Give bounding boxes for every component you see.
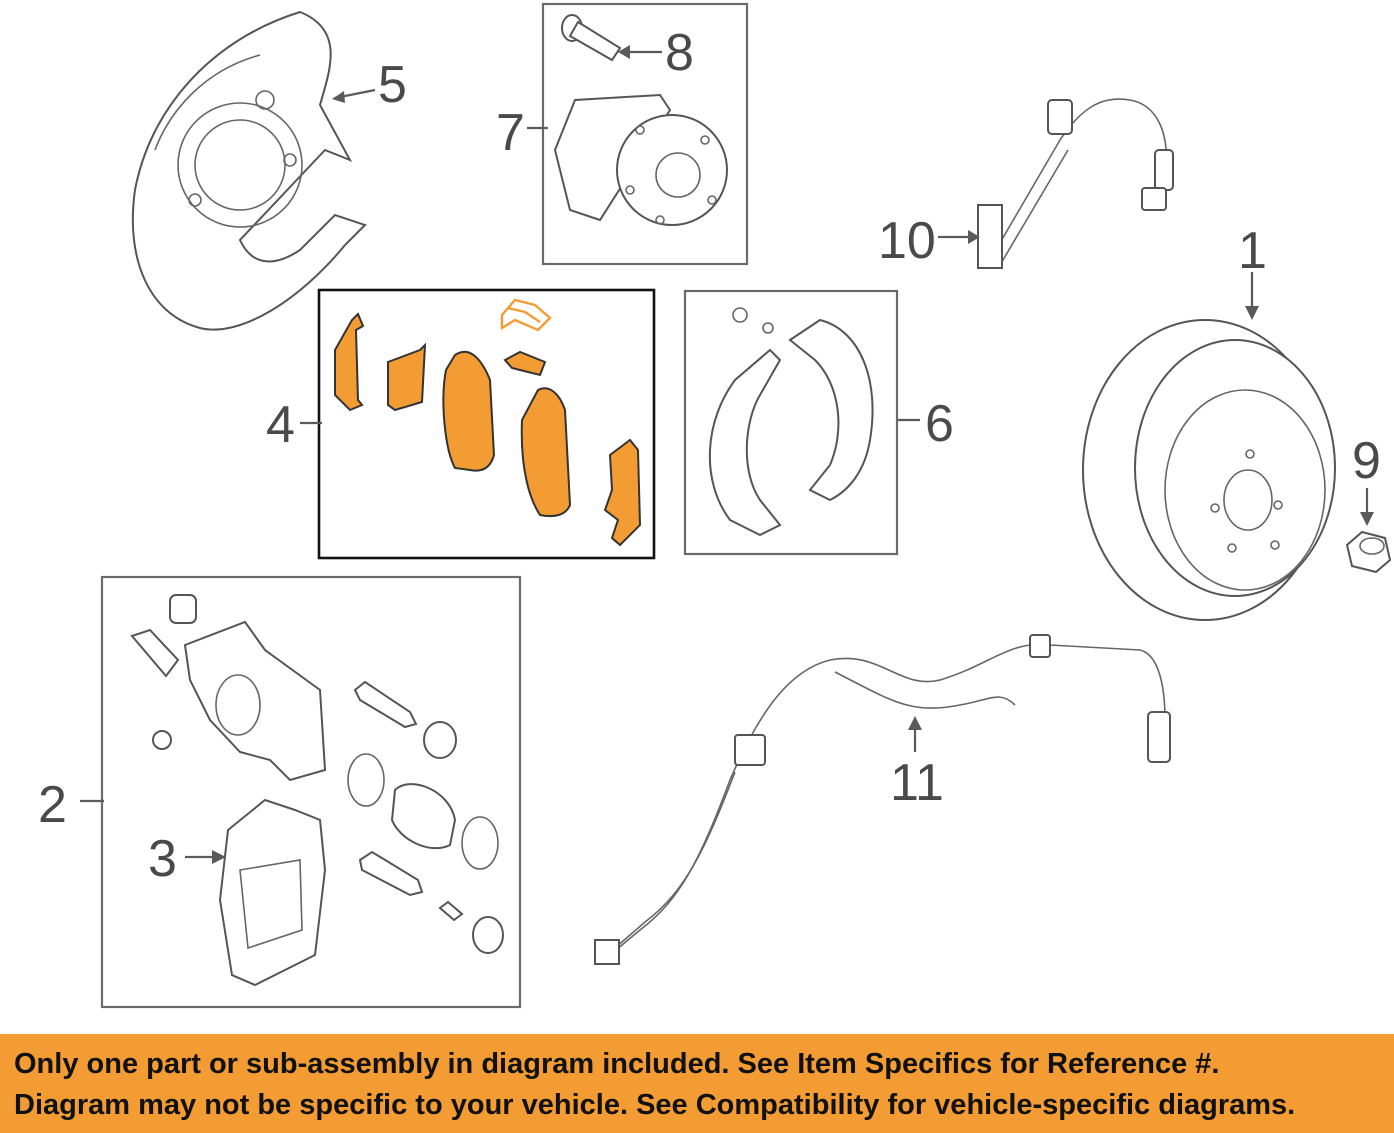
arrow-3 [212,850,226,864]
caliper-bracket-part-3[interactable] [218,798,327,987]
dust-shield-part-5[interactable] [131,10,367,331]
notice-banner: Only one part or sub-assembly in diagram… [0,1034,1394,1133]
arrow-1 [1245,306,1259,320]
callout-5: 5 [378,56,407,114]
callout-1: 1 [1238,222,1267,280]
arrow-9 [1360,512,1374,526]
parking-shoe-box [683,289,899,556]
callout-10: 10 [878,212,936,270]
callout-2: 2 [38,776,67,834]
callout-4: 4 [266,396,295,454]
hub-assembly-box [541,2,749,266]
arrow-8 [618,45,630,59]
callout-11: 11 [890,754,944,812]
callout-7: 7 [496,104,525,162]
arrow-11 [908,716,922,730]
abs-sensor-part-11[interactable] [594,634,1171,965]
brake-hose-part-10[interactable] [977,98,1174,269]
lug-nut-part-9[interactable] [1345,530,1392,574]
notice-line-1: Only one part or sub-assembly in diagram… [14,1048,1220,1080]
arrow-5 [332,91,345,103]
hub-bearing-part-7[interactable] [553,93,728,226]
callout-6: 6 [925,395,954,453]
parking-shoe-part-6[interactable] [708,307,874,537]
caliper-assembly-box [100,575,522,1009]
callout-9: 9 [1352,432,1381,490]
notice-line-2: Diagram may not be specific to your vehi… [14,1089,1296,1121]
callout-3: 3 [148,830,177,888]
arrow-10 [968,230,980,244]
brake-rotor-part-1[interactable] [1082,319,1336,621]
callout-8: 8 [665,24,694,82]
hub-bolt-part-8[interactable] [561,14,622,62]
caliper-part-2[interactable] [130,594,504,954]
brake-pad-set-part-4[interactable] [334,298,642,547]
